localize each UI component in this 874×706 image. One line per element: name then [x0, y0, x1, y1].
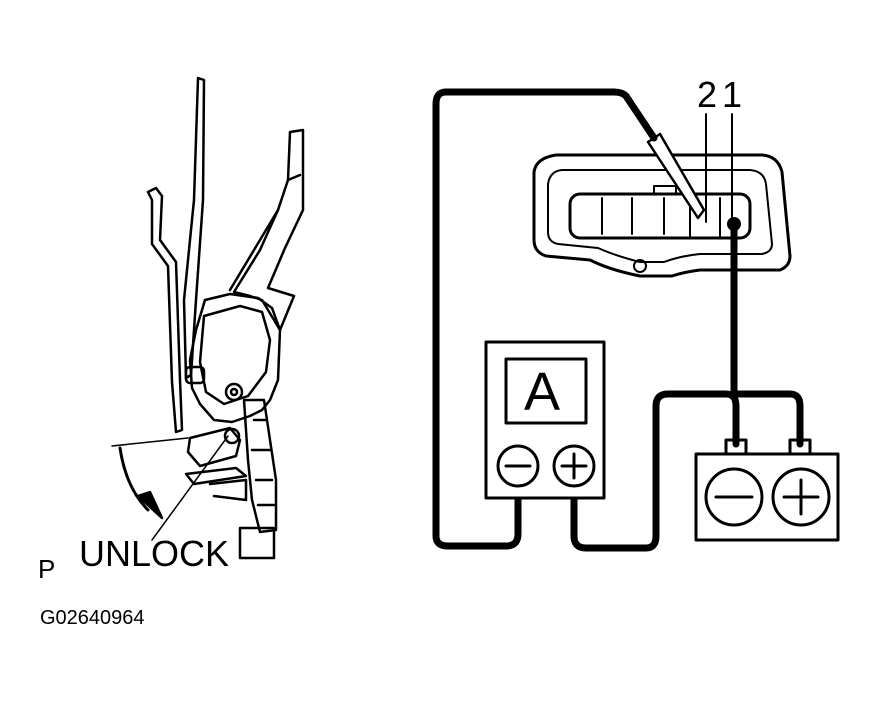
wire-pin1-to-battery-pos [730, 224, 804, 448]
cavity-dividers [601, 197, 721, 237]
ammeter-positive-terminal [552, 444, 596, 488]
connector-latch [653, 185, 677, 195]
test-circuit [432, 88, 840, 552]
wire-probe-to-ammeter-neg [432, 88, 658, 550]
plus-icon [560, 452, 588, 480]
reference-line-upper [111, 437, 189, 447]
unlock-arrow-arc [118, 446, 150, 512]
ammeter-symbol: A [524, 362, 561, 422]
test-probe [646, 132, 706, 220]
door-frame-inner [228, 173, 302, 292]
mounting-bracket [242, 398, 278, 534]
bracket-plug [238, 526, 276, 560]
connector-locator [633, 259, 647, 273]
door-lock-assembly [111, 76, 305, 560]
terminal-cavity [568, 192, 752, 240]
ammeter-negative-terminal [496, 444, 540, 488]
lock-pivot-inner [229, 387, 239, 397]
pin-2-label: 2 [697, 74, 718, 115]
pin-1-label: 1 [722, 74, 743, 115]
lock-pivot [224, 382, 244, 402]
lever-rod [184, 466, 248, 486]
lock-lever [186, 426, 242, 468]
pin-1-contact [727, 217, 741, 231]
control-rod [182, 76, 206, 380]
unlock-leader-line [151, 435, 229, 541]
lock-body [188, 292, 282, 424]
unlock-label: UNLOCK [79, 533, 230, 574]
connector-housing [532, 153, 792, 278]
unlock-arrow-head [136, 490, 164, 520]
bracket-detail [250, 418, 276, 507]
outside-handle-rod [146, 186, 184, 434]
battery-negative-terminal [704, 467, 764, 527]
ammeter-display [504, 357, 588, 425]
door-frame [232, 128, 305, 332]
figure-code: G02640964 [40, 607, 145, 629]
plus-icon [782, 478, 820, 516]
lever-pivot [223, 427, 241, 445]
p-label: P [38, 554, 56, 584]
lever-bracket [208, 478, 248, 502]
connector-inner-rim [547, 169, 773, 263]
battery-positive-terminal [771, 467, 831, 527]
lock-clip [184, 365, 206, 385]
